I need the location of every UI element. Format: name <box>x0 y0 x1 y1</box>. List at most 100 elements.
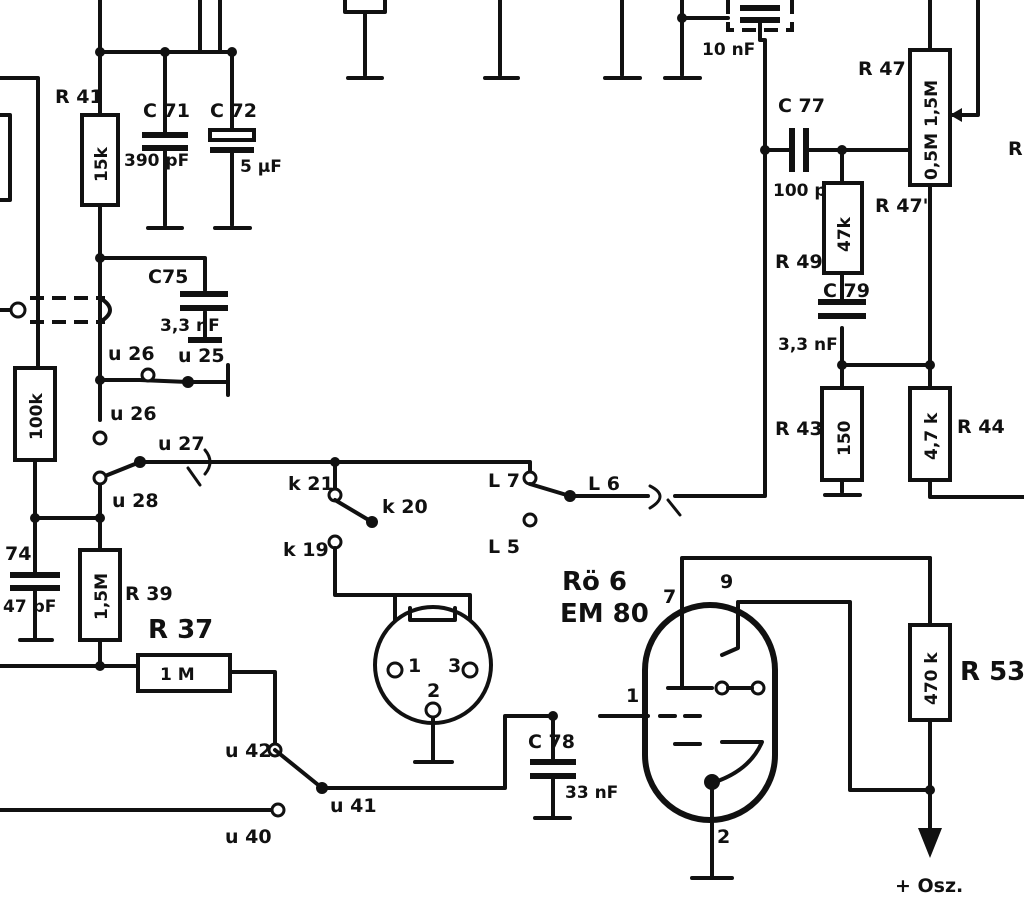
r37-label: R 37 <box>148 615 213 645</box>
junction-dot <box>330 457 340 467</box>
shield-dashed <box>30 296 105 324</box>
capacitor-c71 <box>142 123 188 230</box>
ground-symbol <box>663 0 702 80</box>
c77-label: C 77 <box>778 95 825 117</box>
junction-dot <box>227 47 237 57</box>
resistor-r53: 470 k <box>908 623 952 722</box>
wire-left-box <box>0 76 40 372</box>
c71-value: 390 pF <box>124 151 189 171</box>
wire-10nf <box>758 18 767 152</box>
terminal-u28 <box>92 470 108 486</box>
resistor-r43: 150 <box>820 386 864 482</box>
wire-c78 <box>533 714 572 820</box>
ground-symbol <box>343 0 387 80</box>
resistor-r44: 4,7 k <box>908 386 952 482</box>
u42-label: u 42 <box>225 740 272 762</box>
potentiometer-r47: 0,5M 1,5M <box>908 48 962 187</box>
resistor-r41: 15k <box>80 113 120 207</box>
r53-label: R 53 <box>960 657 1024 687</box>
l7-label: L 7 <box>488 470 520 492</box>
capacitor-c72 <box>208 123 256 230</box>
switch-pivot <box>316 782 328 794</box>
r41-label: R 41 <box>55 86 103 108</box>
capacitor-c79 <box>818 299 866 319</box>
cable-end <box>9 301 27 319</box>
shield-ground-l6 <box>648 484 682 517</box>
junction-dot <box>95 253 105 263</box>
r41-value: 15k <box>92 146 112 182</box>
switch-pivot <box>134 456 146 468</box>
switch-pivot <box>564 490 576 502</box>
r47-label: R 47 <box>858 58 906 80</box>
r43-value: 150 <box>835 420 855 456</box>
u27-label: u 27 <box>158 433 205 455</box>
r49-value: 47k <box>835 216 855 252</box>
wire-c75 <box>98 256 207 342</box>
terminal-u26 <box>92 430 108 446</box>
junction-dot <box>95 661 105 671</box>
capacitor-c77 <box>789 128 809 172</box>
u26-label-bottom: u 26 <box>110 403 157 425</box>
switch-pivot <box>182 376 194 388</box>
r37-value: 1 M <box>160 665 195 685</box>
tube-em80 <box>598 556 932 880</box>
r39-value: 1,5M <box>92 573 112 620</box>
l6-label: L 6 <box>588 473 620 495</box>
r47-prime-label: R 47' <box>875 195 929 217</box>
c74-label: 74 <box>5 543 31 565</box>
tube-ref: Rö 6 <box>562 567 627 597</box>
r-edge-label: R <box>1008 138 1023 160</box>
terminal-l5 <box>522 512 538 528</box>
ground-symbol <box>603 0 642 80</box>
k19-label: k 19 <box>283 539 329 561</box>
tube-pin-2: 2 <box>717 826 730 848</box>
capacitor-c78 <box>530 759 576 779</box>
r44-value: 4,7 k <box>922 412 942 460</box>
tube-type: EM 80 <box>560 599 649 629</box>
ground-symbol <box>483 0 520 80</box>
resistor-r37: 1 M <box>136 653 232 693</box>
r43-label: R 43 <box>775 418 823 440</box>
switch-u25-wiper <box>98 363 230 397</box>
c79-label: C 79 <box>823 280 870 302</box>
c78-label: C 78 <box>528 731 575 753</box>
socket-pin-2: 2 <box>427 680 440 702</box>
wire-l6-up <box>673 148 767 498</box>
junction-dot <box>837 360 847 370</box>
terminal-u25 <box>140 367 156 383</box>
c78-value: 33 nF <box>565 783 618 803</box>
input-socket <box>373 605 493 764</box>
r49-label: R 49 <box>775 251 823 273</box>
junction-dot <box>160 47 170 57</box>
tube-pin-9: 9 <box>720 571 733 593</box>
c72-label: C 72 <box>210 100 257 122</box>
capacitor-c75 <box>180 291 228 343</box>
c75-value: 3,3 nF <box>160 316 220 336</box>
wire-r37 <box>0 664 277 747</box>
r-100k-value: 100k <box>27 393 47 440</box>
osz-label: + Osz. <box>895 875 963 897</box>
r53-value: 470 k <box>922 652 942 705</box>
c75-label: C75 <box>148 266 188 288</box>
c74-value: 47 pF <box>3 597 56 617</box>
tube-pin-1: 1 <box>626 685 639 707</box>
junction-dot <box>95 47 105 57</box>
k21-label: k 21 <box>288 473 334 495</box>
wire-c74 <box>18 516 54 642</box>
switch-u41-wiper <box>273 714 550 790</box>
terminal-u40 <box>270 802 286 818</box>
c79-value: 3,3 nF <box>778 335 838 355</box>
u40-label: u 40 <box>225 826 272 848</box>
c77-value: 100 pF <box>773 181 838 201</box>
c-top-value: 10 nF <box>702 40 755 60</box>
u28-label: u 28 <box>112 490 159 512</box>
tube-pin-7: 7 <box>663 586 676 608</box>
switch-k20-wiper <box>333 498 374 524</box>
socket-pin-1: 1 <box>408 655 421 677</box>
l5-label: L 5 <box>488 536 520 558</box>
resistor-r39: 1,5M <box>78 548 122 642</box>
capacitor-c74 <box>10 572 60 591</box>
wire-top-left-stub <box>198 0 222 54</box>
wire-100k <box>33 458 102 520</box>
wire-socket <box>333 546 472 642</box>
